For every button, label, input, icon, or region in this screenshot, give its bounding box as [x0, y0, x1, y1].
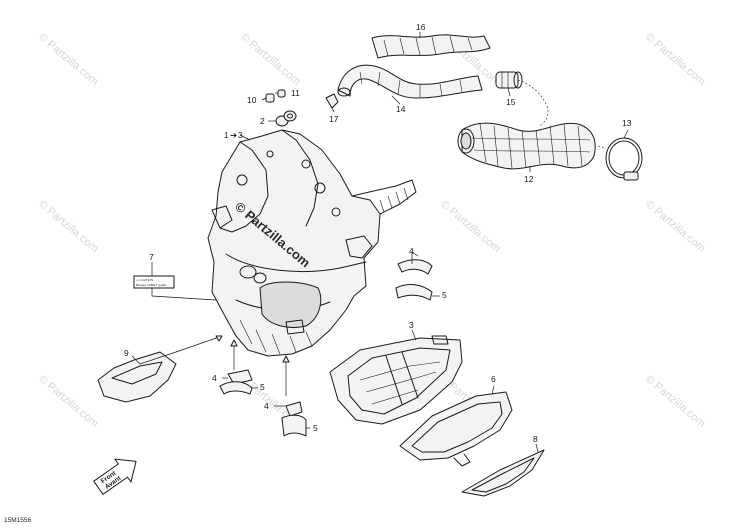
callout-5a: 5	[442, 290, 447, 300]
callout-13: 13	[622, 118, 632, 128]
leader-lines	[131, 32, 629, 453]
watermark: © Partzilla.com	[438, 198, 502, 255]
part-4-5-clip-lower[interactable]	[281, 401, 307, 437]
callout-1-arrow: ➔	[230, 130, 238, 140]
callout-1-target: 3	[238, 130, 243, 140]
part-12-intake-boot[interactable]	[457, 122, 596, 170]
callout-5c: 5	[313, 423, 318, 433]
callout-10: 10	[247, 95, 257, 105]
part-13-clamp[interactable]	[605, 137, 643, 181]
watermark: © Partzilla.com	[643, 373, 707, 430]
watermark: © Partzilla.com	[643, 31, 707, 88]
part-3-air-filter[interactable]	[329, 335, 463, 425]
callout-5b: 5	[260, 382, 265, 392]
callout-6: 6	[491, 374, 496, 384]
decal-line-1: ⚠ CAUTION	[136, 278, 153, 282]
callout-4c: 4	[264, 401, 269, 411]
watermark: © Partzilla.com	[36, 373, 100, 430]
figure-code: 15M1556	[4, 517, 32, 524]
callout-12: 12	[524, 174, 534, 184]
watermark: © Partzilla.com	[36, 198, 100, 255]
callout-labels: 16 14 15 10 11 2 17 1 ➔ 3 13 12 7 4 5 3 …	[124, 22, 632, 444]
callout-4a: 4	[409, 246, 414, 256]
callout-1: 1	[224, 130, 229, 140]
watermark: © Partzilla.com	[36, 31, 100, 88]
callout-3: 3	[409, 320, 414, 330]
callout-2: 2	[260, 116, 265, 126]
callout-7: 7	[149, 252, 154, 262]
part-4-5-clip-left[interactable]	[219, 369, 253, 395]
part-17-clip[interactable]	[325, 93, 339, 109]
part-14-tube[interactable]	[337, 64, 483, 99]
part-9-plate[interactable]	[97, 351, 177, 403]
front-direction-arrow: Front Avant	[93, 458, 137, 495]
part-2-washer[interactable]	[275, 110, 297, 127]
watermark: © Partzilla.com	[238, 31, 302, 88]
callout-15: 15	[506, 97, 516, 107]
decal-line-2: Beware of BELT guard	[136, 283, 166, 287]
callout-9: 9	[124, 348, 129, 358]
airbox-housing[interactable]	[207, 129, 417, 357]
part-16-hose[interactable]	[371, 34, 491, 59]
part-11-grommet[interactable]	[277, 89, 286, 98]
callout-11: 11	[291, 88, 300, 98]
callout-16: 16	[416, 22, 426, 32]
part-8-screen[interactable]	[461, 449, 545, 497]
watermark: © Partzilla.com	[643, 198, 707, 255]
callout-14: 14	[396, 104, 406, 114]
part-6-filter-cover[interactable]	[399, 391, 513, 467]
callout-8: 8	[533, 434, 538, 444]
part-7-decal[interactable]: ⚠ CAUTION Beware of BELT guard	[133, 275, 175, 289]
part-10-grommet[interactable]	[265, 93, 275, 103]
part-4-5-clip-right[interactable]	[395, 259, 433, 301]
callout-17: 17	[329, 114, 339, 124]
callout-4b: 4	[212, 373, 217, 383]
